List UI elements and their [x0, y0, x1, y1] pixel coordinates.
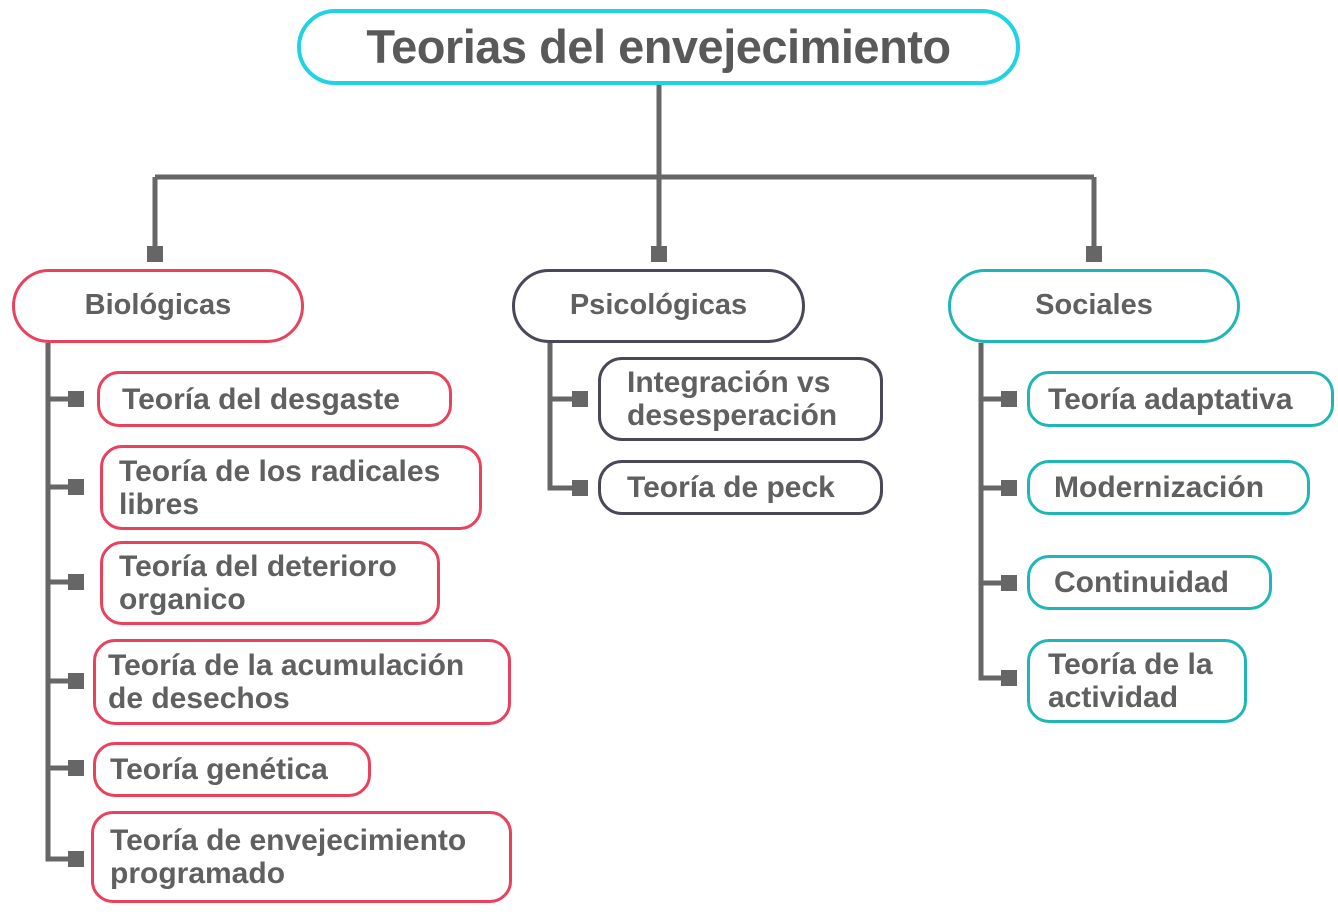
connector-square: [68, 574, 84, 590]
leaf-label: Teoría de la acumulación de desechos: [108, 649, 465, 715]
category-label: Sociales: [1035, 289, 1153, 322]
leaf-label: Integración vs desesperación: [627, 366, 838, 432]
connector-square: [147, 246, 163, 262]
leaf-label: Teoría de envejecimiento programado: [110, 824, 467, 890]
connector-square: [68, 673, 84, 689]
leaf-label: Teoría del deterioro organico: [119, 550, 397, 616]
category-label: Biológicas: [84, 289, 232, 322]
leaf-teoria-deterioro-organico: Teoría del deterioro organico: [100, 541, 440, 625]
category-biologicas: Biológicas: [12, 269, 304, 343]
category-psicologicas: Psicológicas: [512, 269, 805, 343]
leaf-teoria-radicales-libres: Teoría de los radicales libres: [100, 445, 482, 530]
leaf-teoria-adaptativa: Teoría adaptativa: [1027, 371, 1334, 427]
leaf-label: Teoría de los radicales libres: [119, 454, 441, 521]
spine-soc: [978, 343, 1003, 681]
leaf-modernizacion: Modernización: [1027, 460, 1310, 515]
leaf-integracion-vs-desesperacion: Integración vs desesperación: [598, 357, 883, 441]
leaf-teoria-peck: Teoría de peck: [598, 460, 883, 515]
leaf-label: Continuidad: [1054, 566, 1229, 599]
connector-square: [1001, 575, 1017, 591]
category-label: Psicológicas: [569, 289, 748, 322]
diagram-title-text: Teorias del envejecimiento: [366, 20, 951, 74]
leaf-teoria-genetica: Teoría genética: [93, 742, 371, 797]
leaf-teoria-acumulacion-desechos: Teoría de la acumulación de desechos: [93, 639, 511, 725]
category-sociales: Sociales: [948, 269, 1240, 343]
connector-square: [651, 246, 667, 262]
spine-bio: [45, 343, 70, 862]
spine-psi: [547, 343, 572, 491]
connector-square: [1001, 670, 1017, 686]
leaf-label: Teoría de peck: [627, 471, 835, 504]
connector-square: [68, 851, 84, 867]
leaf-teoria-envejecimiento-programado: Teoría de envejecimiento programado: [91, 811, 512, 903]
connector-square: [68, 479, 84, 495]
diagram-title: Teorias del envejecimiento: [297, 9, 1020, 85]
connector-square: [1086, 246, 1102, 262]
connector-square: [68, 760, 84, 776]
connector-square: [1001, 391, 1017, 407]
leaf-label: Modernización: [1054, 471, 1265, 504]
leaf-teoria-desgaste: Teoría del desgaste: [97, 371, 452, 427]
connector-square: [572, 391, 588, 407]
leaf-label: Teoría genética: [110, 753, 328, 786]
leaf-teoria-actividad: Teoría de la actividad: [1027, 639, 1247, 723]
leaf-label: Teoría del desgaste: [122, 382, 400, 416]
leaf-label: Teoría de la actividad: [1048, 648, 1213, 714]
connector-square: [1001, 480, 1017, 496]
connector-square: [68, 391, 84, 407]
leaf-label: Teoría adaptativa: [1048, 382, 1293, 416]
connector-square: [572, 480, 588, 496]
leaf-continuidad: Continuidad: [1027, 555, 1272, 610]
